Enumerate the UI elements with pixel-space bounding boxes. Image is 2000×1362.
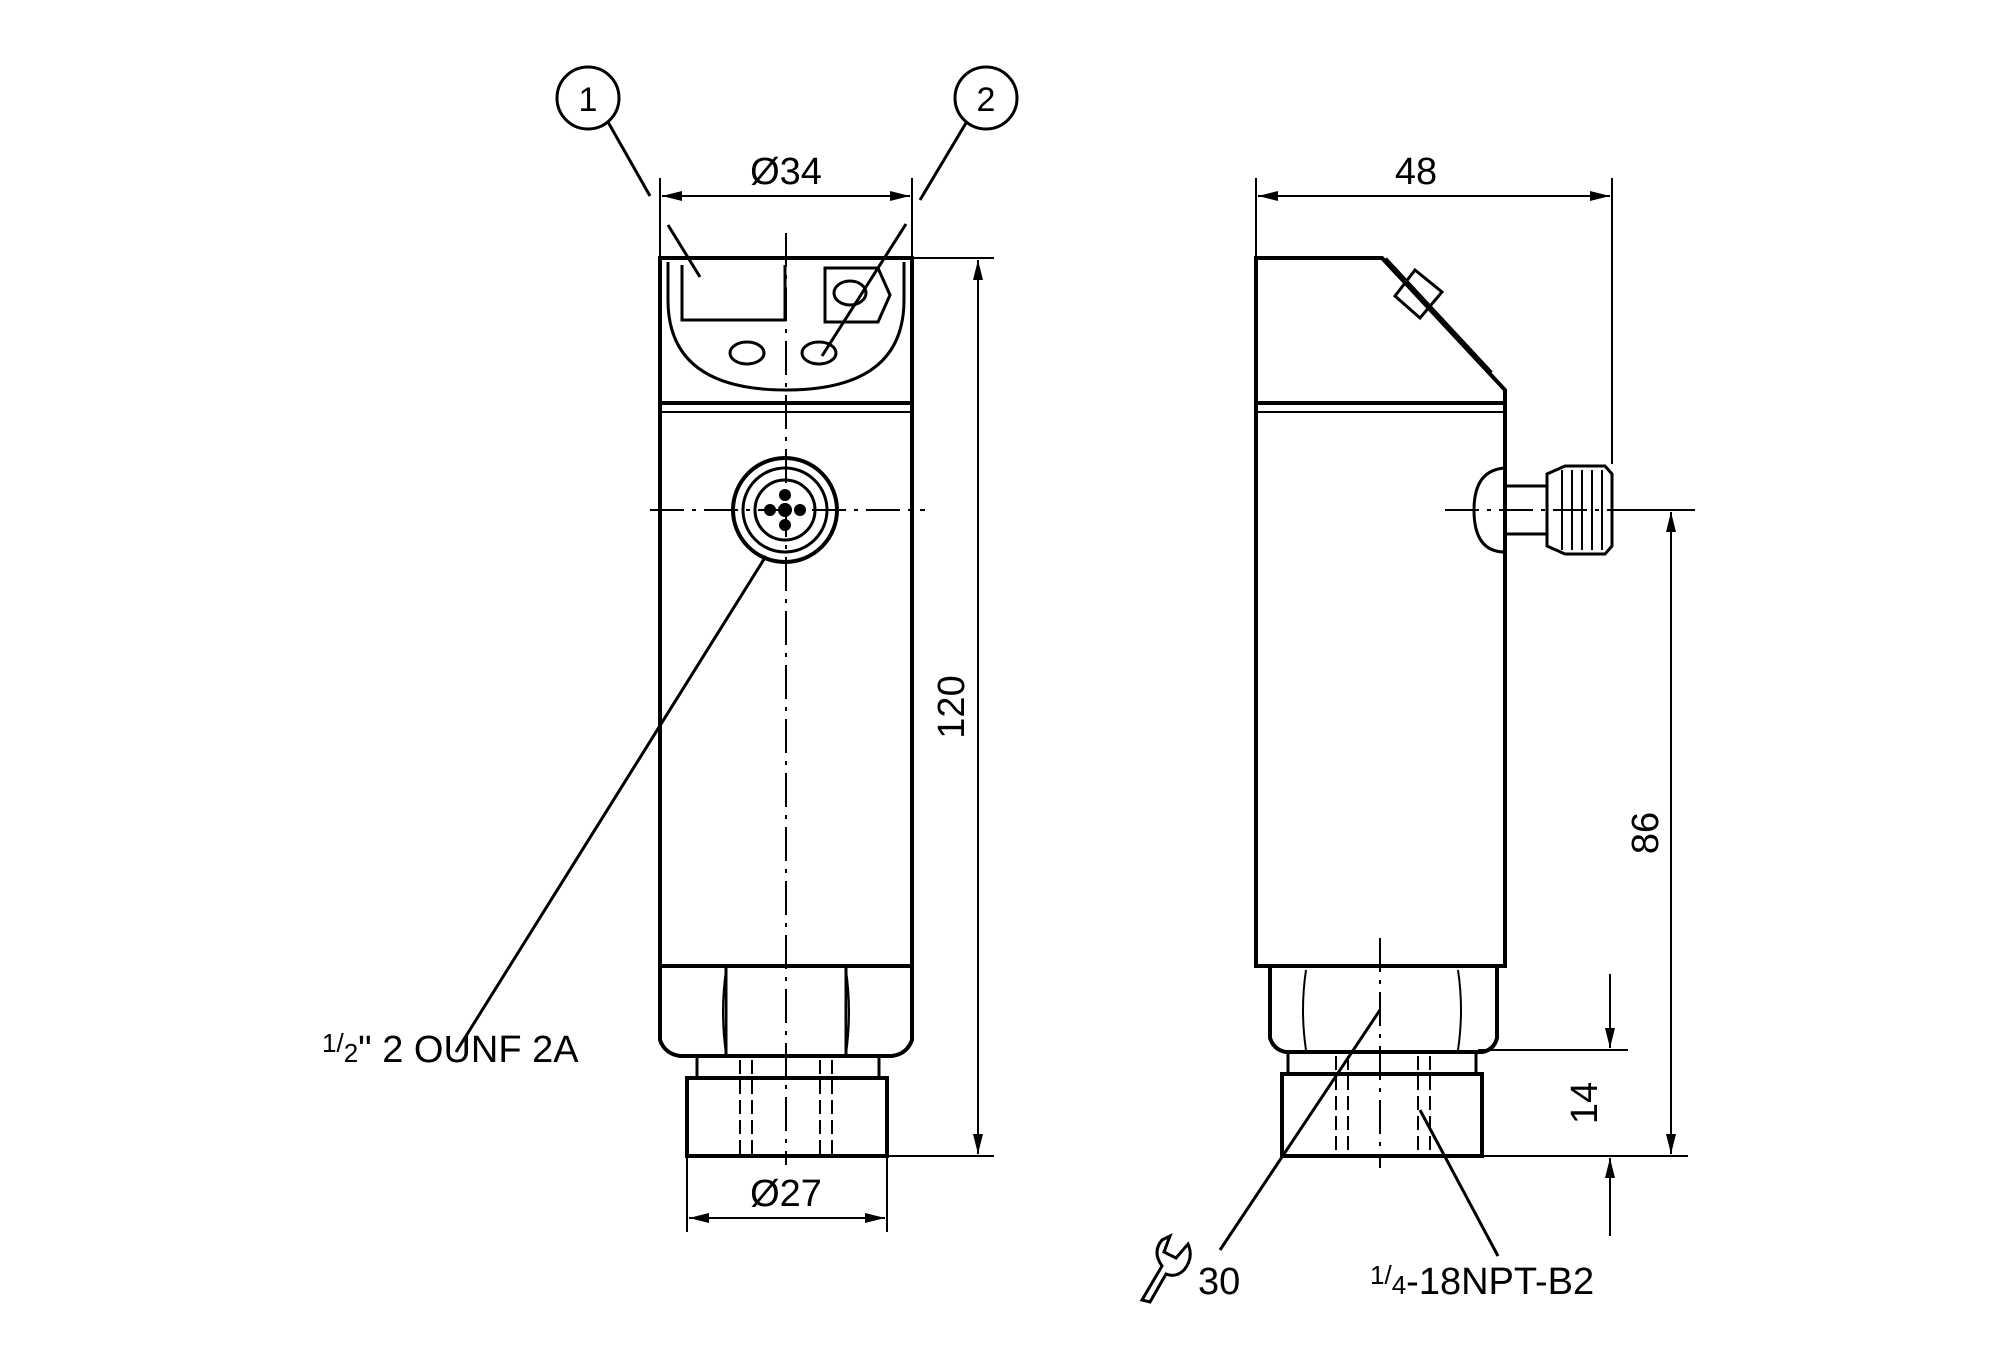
side-thread [1280,1050,1484,1158]
dimension-height-total-label: 120 [931,675,973,738]
dimension-bottom-width-label: Ø27 [750,1173,822,1215]
dimension-connector-height [1484,509,1688,1157]
svg-text:2: 2 [977,81,996,119]
dimension-thread-length-label: 14 [1564,1082,1606,1124]
dimension-height-total [889,257,994,1157]
front-view [650,233,925,1165]
dimension-thread-length [1478,974,1628,1236]
process-thread-leader [1418,1109,1500,1257]
button-right [800,340,838,366]
front-display-head [666,262,906,392]
side-hex-nut [1268,966,1499,1054]
svg-text:1: 1 [579,81,598,119]
led-window [823,266,892,324]
side-housing [1254,256,1507,968]
button-left [728,340,766,366]
wrench-size-label: 30 [1198,1261,1240,1303]
wrench-icon [1139,1232,1192,1304]
side-view [1254,256,1700,1168]
front-thread [685,1054,889,1158]
wrench-leader [1218,1009,1382,1251]
connector-thread-note: 1/2" 2 OUNF 2A [322,1028,579,1071]
callout-1: 1 [555,65,702,278]
dimension-side-depth-label: 48 [1395,151,1437,193]
dimension-side-depth [1255,178,1613,464]
process-thread-note: 1/4-18NPT-B2 [1370,1260,1594,1303]
side-connector [1472,464,1614,556]
dimension-connector-height-label: 86 [1625,812,1667,854]
dimension-top-width-label: Ø34 [750,151,822,193]
connector-thread-leader [454,555,768,1053]
dimension-bottom-width [686,1158,888,1232]
dimension-top-width [659,178,913,256]
callout-2: 2 [820,65,1019,357]
